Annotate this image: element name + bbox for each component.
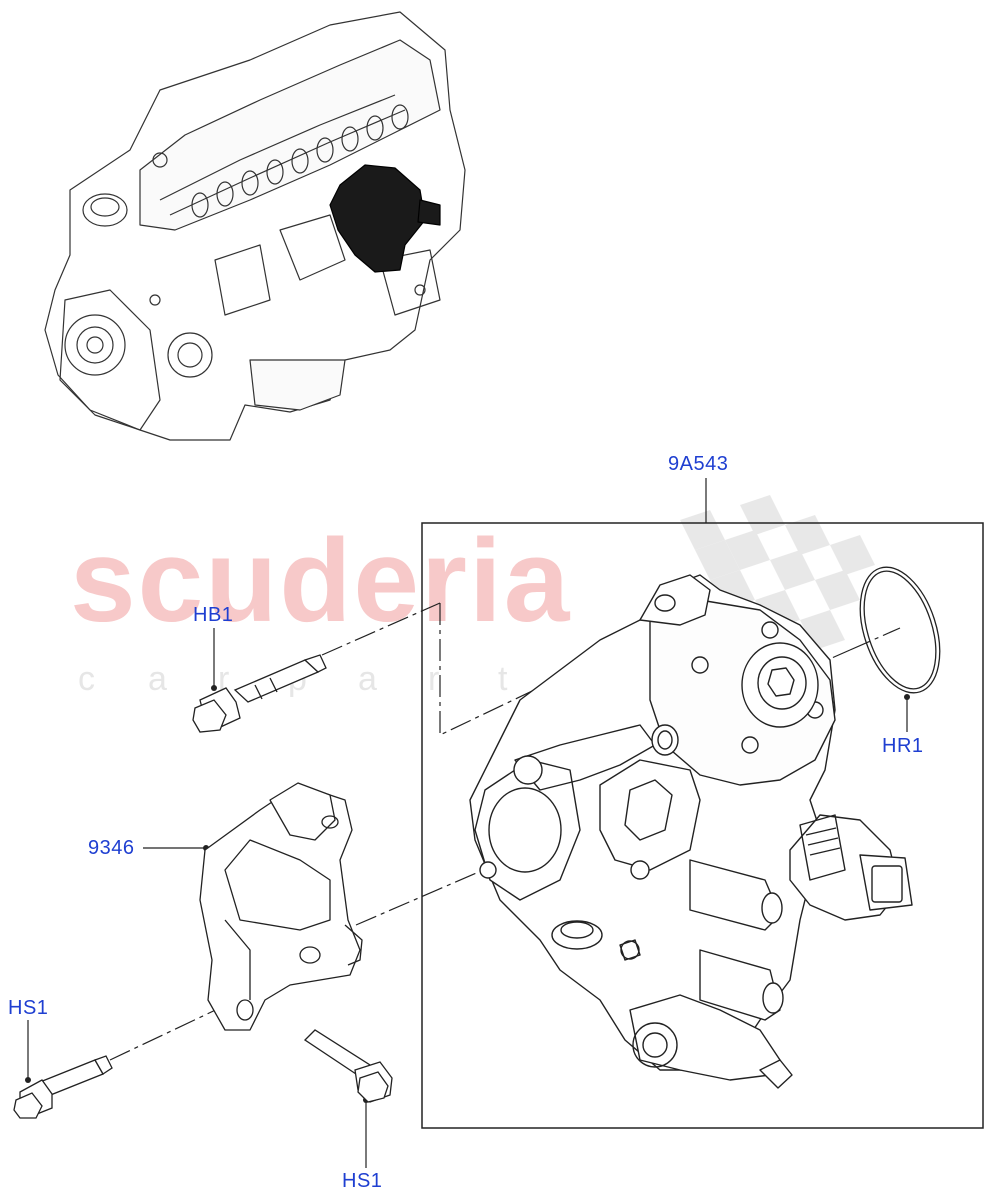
callout-hs1-left: HS1 — [8, 997, 49, 1019]
assembly-frame — [421, 522, 984, 1129]
callout-hb1: HB1 — [193, 604, 234, 626]
highlighted-fuel-pump — [329, 164, 426, 273]
watermark-letter: a — [148, 660, 167, 698]
callout-9346: 9346 — [88, 837, 135, 859]
o-ring-hr1 — [859, 566, 941, 694]
watermark-letter: a — [358, 660, 377, 698]
leader-lines — [27, 478, 908, 1168]
bolt-hs1-left — [13, 1055, 113, 1119]
bracket-9346 — [199, 782, 363, 1031]
engine-overview-drawing — [44, 11, 466, 441]
bolt-hs1-bottom — [303, 1029, 393, 1103]
callout-9a543: 9A543 — [668, 453, 729, 475]
watermark-letter: c — [78, 660, 95, 698]
callout-hs1-bottom: HS1 — [342, 1170, 383, 1192]
fuel-pump-9a543 — [469, 574, 913, 1089]
watermark-letter: r — [428, 660, 440, 698]
bolt-hb1 — [192, 654, 327, 733]
watermark-letter: r — [218, 660, 230, 698]
watermark-brand: scuderia — [70, 515, 572, 647]
callout-hr1: HR1 — [882, 735, 924, 757]
watermark-letter: t — [498, 660, 508, 698]
